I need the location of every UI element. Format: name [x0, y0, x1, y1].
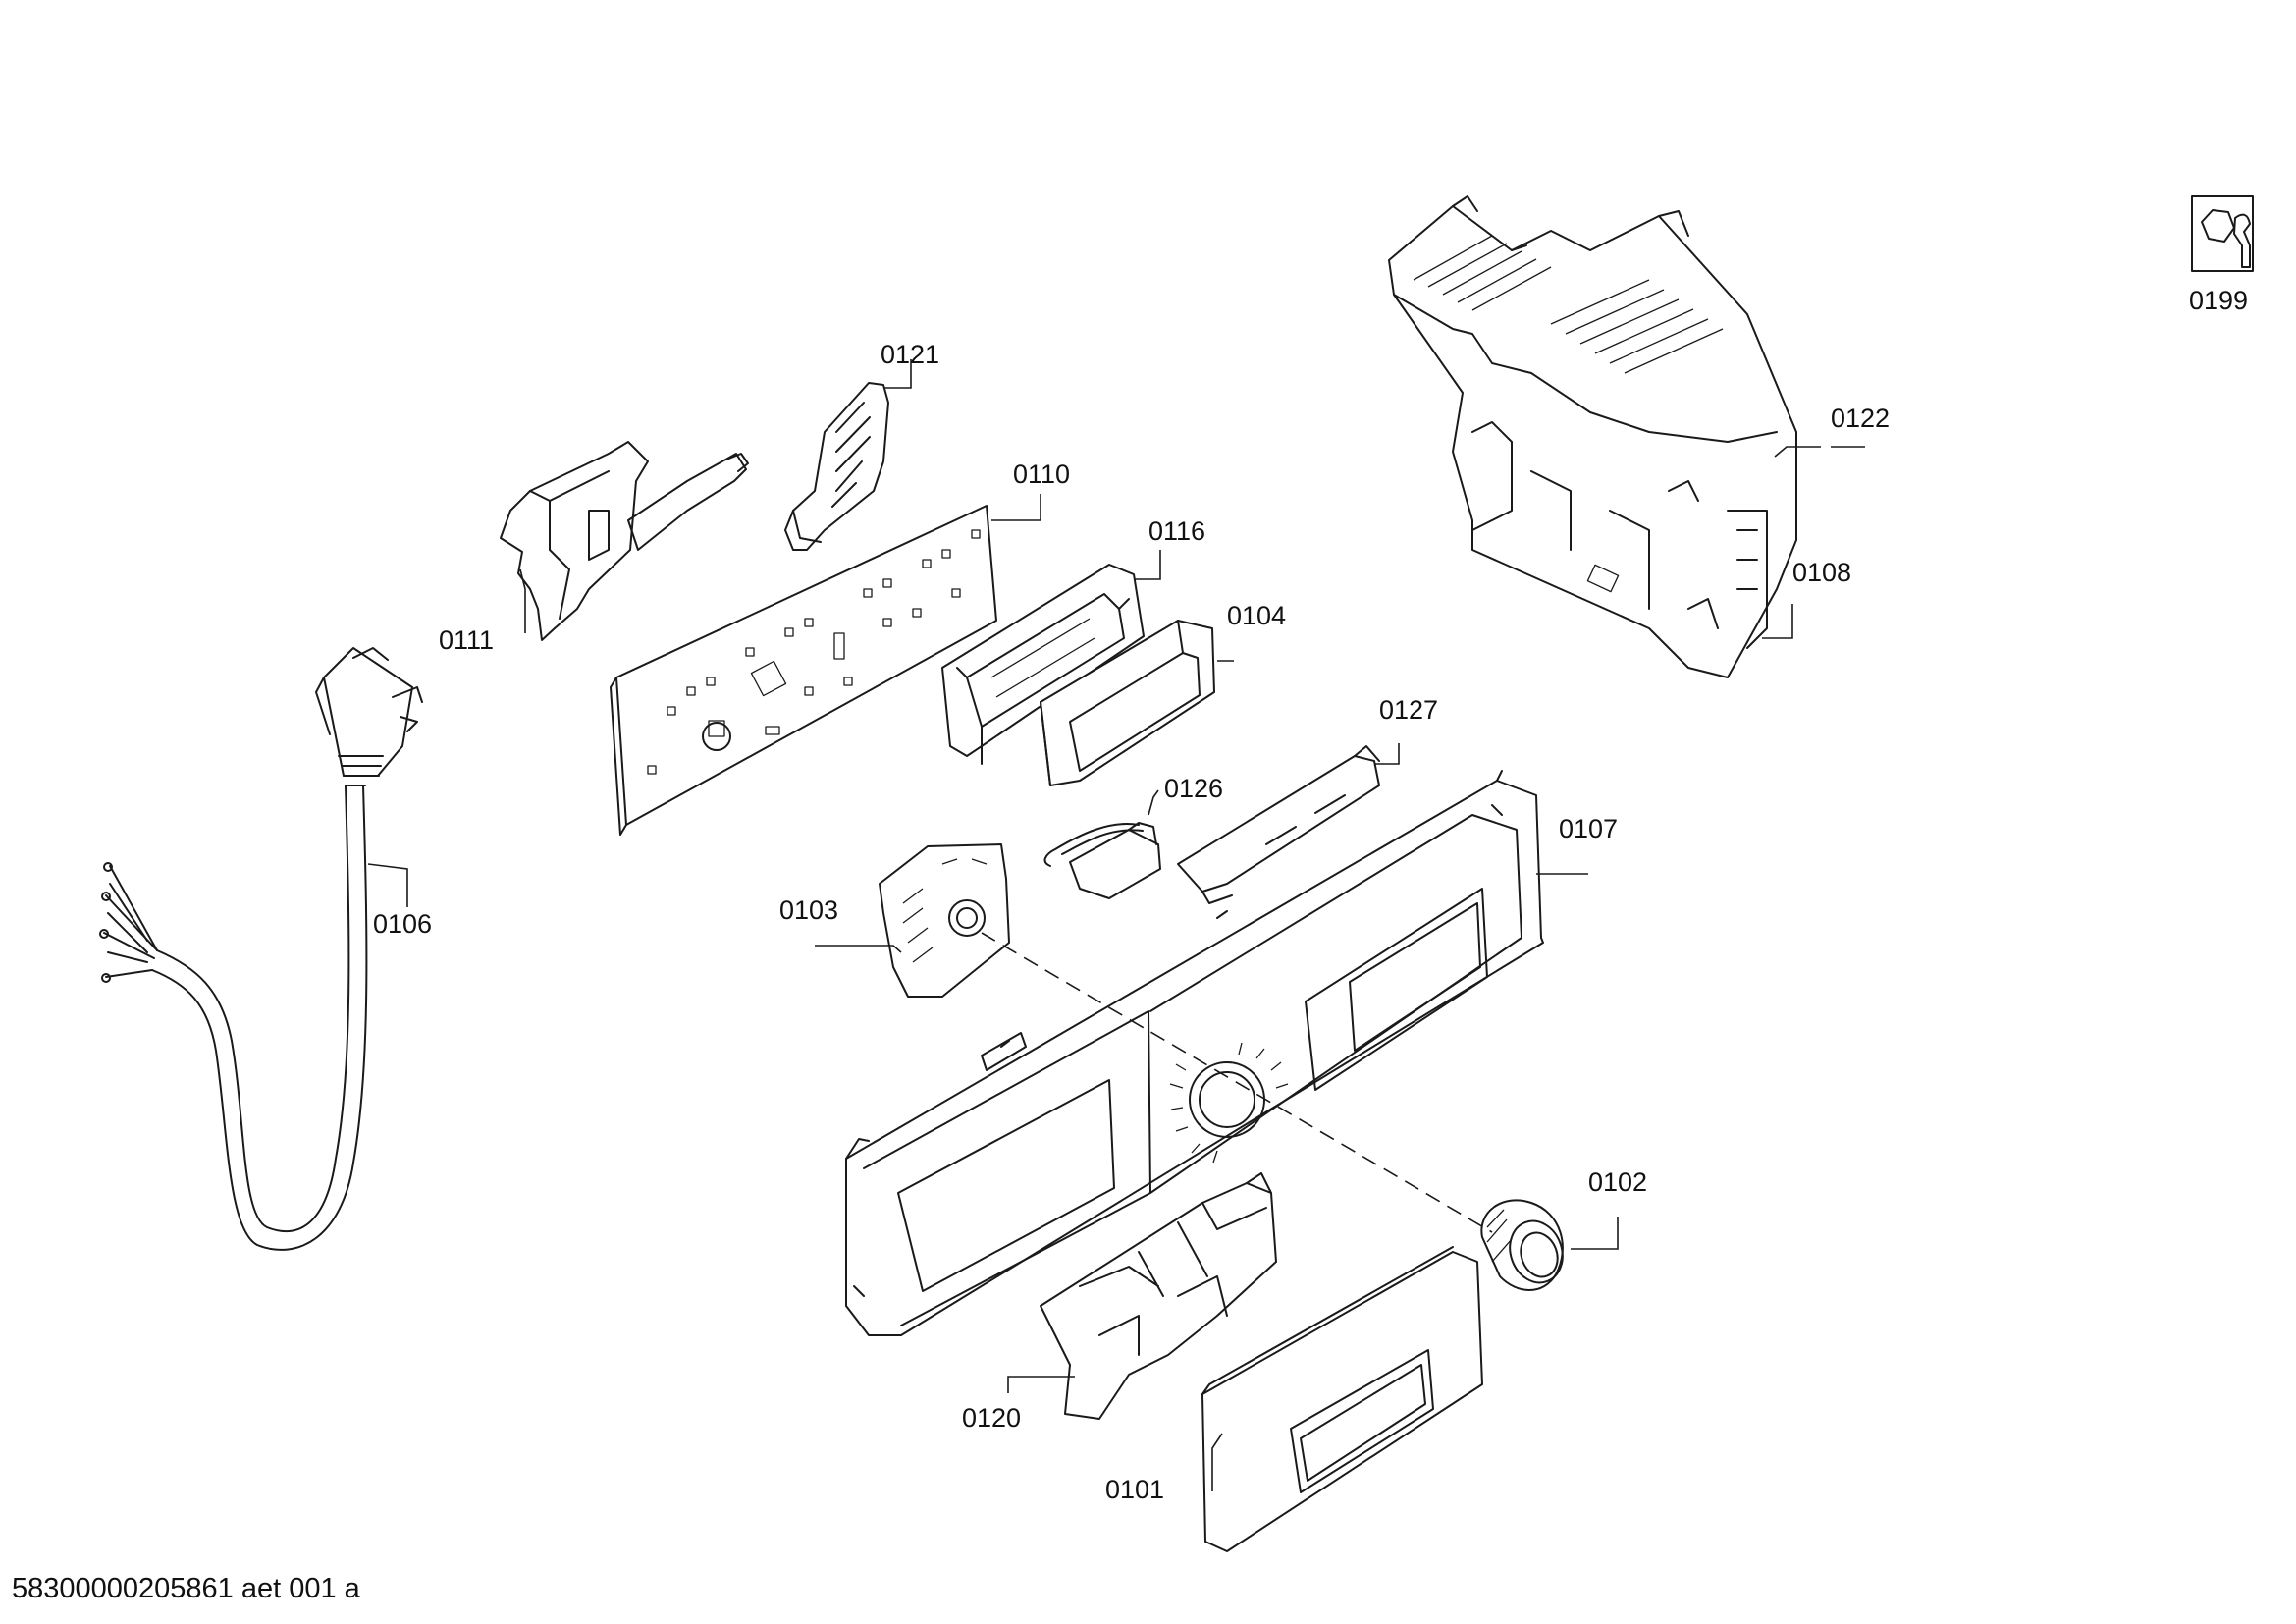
bracket-0121: [784, 382, 889, 551]
display-lens-0104: [1040, 620, 1215, 786]
part-label-0111: 0111: [439, 625, 494, 655]
part-labels: 0199 0121 0122 0110 0116 0108 0104 0111 …: [373, 286, 2248, 1504]
part-label-0102: 0102: [1588, 1167, 1647, 1197]
part-label-0116: 0116: [1148, 516, 1205, 546]
power-cord: [99, 647, 423, 1251]
part-label-0126: 0126: [1164, 774, 1223, 803]
part-label-0199: 0199: [2189, 286, 2248, 315]
leader-lines: [367, 359, 1865, 1491]
pcb-board-0110: [610, 505, 997, 836]
part-label-0108: 0108: [1792, 558, 1851, 587]
part-label-0101: 0101: [1105, 1475, 1164, 1504]
part-label-0121: 0121: [881, 340, 939, 369]
part-label-0110: 0110: [1013, 460, 1070, 489]
assembly-axis-line: [981, 932, 1493, 1233]
hex-nut-wrench-icon: [2191, 195, 2254, 272]
drawer-housing-0120: [1040, 1172, 1277, 1420]
part-label-0120: 0120: [962, 1403, 1021, 1433]
part-label-0103: 0103: [779, 895, 838, 925]
part-label-0107: 0107: [1559, 814, 1618, 843]
part-label-0106: 0106: [373, 909, 432, 939]
sensor-0126: [1043, 822, 1161, 899]
part-label-0104: 0104: [1227, 601, 1286, 630]
document-code: 58300000205861 aet 001 a: [12, 1573, 361, 1604]
part-label-0127: 0127: [1379, 695, 1438, 725]
part-label-0122: 0122: [1831, 404, 1890, 433]
drawer-front-0101: [1201, 1246, 1483, 1552]
bracket-0111: [500, 441, 749, 641]
knob-0102: [1480, 1199, 1564, 1291]
control-module-0122-0108: [1388, 195, 1797, 678]
light-guide-0127: [1177, 745, 1380, 904]
selector-housing-0103: [879, 843, 1010, 998]
